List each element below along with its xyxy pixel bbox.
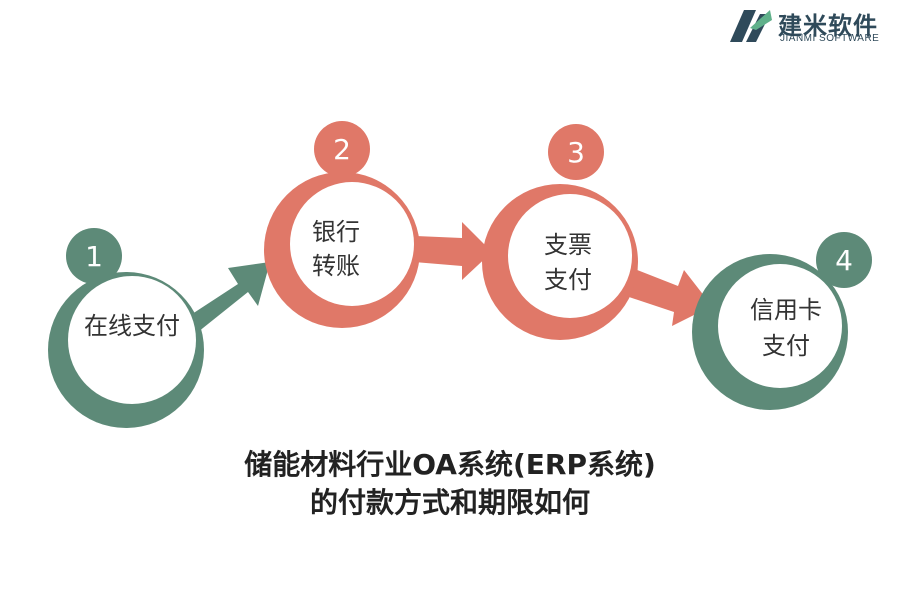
- step-4-badge: [816, 232, 872, 288]
- step-1-number: 1: [85, 240, 103, 273]
- step-2-label-line-1: 银行: [312, 218, 360, 246]
- step-3-circle: [508, 194, 632, 318]
- step-2-badge: [314, 121, 370, 177]
- step-1-circle: [68, 276, 196, 404]
- step-2-number: 2: [333, 133, 351, 166]
- step-4: 4 信用卡 支付: [692, 232, 872, 410]
- brand-mark-icon: [730, 10, 772, 42]
- arrow-1-to-2: [186, 262, 270, 332]
- diagram-title-line-1: 储能材料行业OA系统(ERP系统): [244, 448, 656, 481]
- step-2-label-line-2: 转账: [312, 252, 360, 280]
- diagram-title-line-2: 的付款方式和期限如何: [309, 486, 590, 519]
- step-1-label-line-1: 在线支付: [84, 312, 180, 340]
- step-1: 1 在线支付: [48, 228, 204, 428]
- step-2: 2 银行 转账: [264, 121, 420, 328]
- step-3-label-line-1: 支票: [544, 231, 592, 259]
- step-1-badge: [66, 228, 122, 284]
- arrow-3-to-4: [626, 268, 712, 326]
- brand-name-cn: 建米软件: [778, 12, 878, 40]
- brand-name-en: JIANMI SOFTWARE: [780, 33, 880, 44]
- step-4-label-line-1: 信用卡: [750, 296, 822, 324]
- step-4-circle: [718, 264, 842, 388]
- step-4-number: 4: [835, 244, 853, 277]
- brand-logo: 建米软件 JIANMI SOFTWARE: [726, 6, 900, 46]
- step-3: 3 支票 支付: [482, 124, 638, 340]
- step-3-number: 3: [567, 136, 585, 169]
- step-4-label-line-2: 支付: [762, 332, 810, 360]
- arrow-2-to-3: [414, 222, 492, 280]
- step-2-circle: [290, 182, 414, 306]
- step-3-badge: [548, 124, 604, 180]
- step-3-label-line-2: 支付: [544, 266, 592, 294]
